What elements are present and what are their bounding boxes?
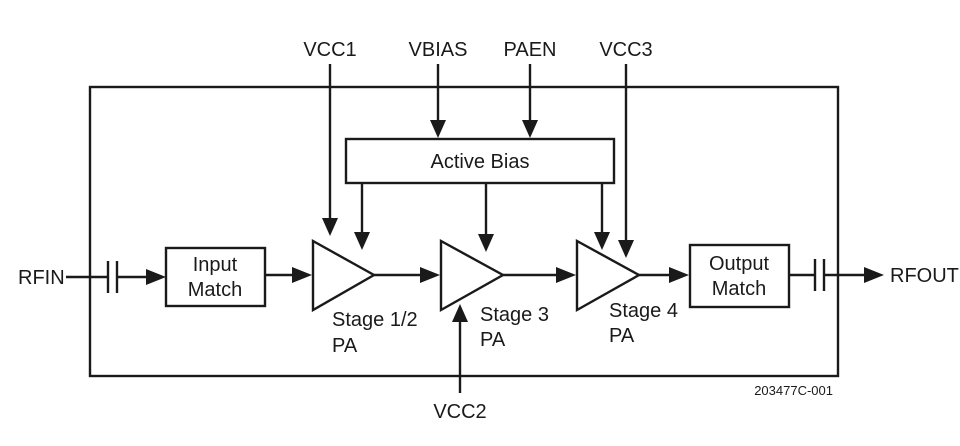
vcc2-label: VCC2 bbox=[433, 401, 486, 423]
input-match-arrowhead bbox=[146, 269, 166, 285]
stage3-amplifier bbox=[439, 238, 506, 313]
bias-to-stage12-arrowhead bbox=[354, 232, 370, 250]
stage4-amplifier bbox=[575, 238, 642, 313]
paen-label: PAEN bbox=[504, 39, 557, 61]
vcc3-arrowhead bbox=[618, 240, 634, 258]
active-bias-label: Active Bias bbox=[431, 151, 530, 173]
stage4-to-match-arrowhead bbox=[669, 267, 689, 283]
vcc1-label: VCC1 bbox=[303, 39, 356, 61]
input-match-block bbox=[164, 246, 267, 308]
stage3-label-line1: Stage 3 bbox=[480, 304, 549, 326]
paen-arrowhead bbox=[522, 120, 538, 138]
vbias-arrowhead bbox=[430, 120, 446, 138]
rfin-label: RFIN bbox=[18, 267, 65, 289]
module-outline bbox=[88, 85, 840, 378]
stage12-to-stage3-arrowhead bbox=[420, 267, 440, 283]
output-match-label-line1: Output bbox=[709, 253, 769, 275]
bias-to-stage3-arrowhead bbox=[478, 234, 494, 252]
rfout-label: RFOUT bbox=[890, 265, 959, 287]
input-match-label-line1: Input bbox=[193, 254, 238, 276]
stage12-amplifier bbox=[311, 238, 377, 313]
vcc1-arrowhead bbox=[322, 218, 338, 236]
stage12-label-line1: Stage 1/2 bbox=[332, 309, 418, 331]
stage4-label-line2: PA bbox=[609, 325, 635, 347]
stage4-label-line1: Stage 4 bbox=[609, 300, 678, 322]
vbias-label: VBIAS bbox=[409, 39, 468, 61]
output-match-label-line2: Match bbox=[712, 278, 766, 300]
figure-id: 203477C-001 bbox=[754, 383, 833, 398]
match-to-stage12-arrowhead bbox=[292, 267, 312, 283]
stage3-to-stage4-arrowhead bbox=[556, 267, 576, 283]
vcc2-arrowhead bbox=[452, 304, 468, 322]
rfout-arrowhead bbox=[864, 267, 884, 283]
input-match-label-line2: Match bbox=[188, 279, 242, 301]
vcc3-label: VCC3 bbox=[599, 39, 652, 61]
stage3-label-line2: PA bbox=[480, 329, 506, 351]
stage12-label-line2: PA bbox=[332, 335, 358, 357]
bias-to-stage4-arrowhead bbox=[594, 232, 610, 250]
active-bias-block bbox=[344, 137, 616, 185]
